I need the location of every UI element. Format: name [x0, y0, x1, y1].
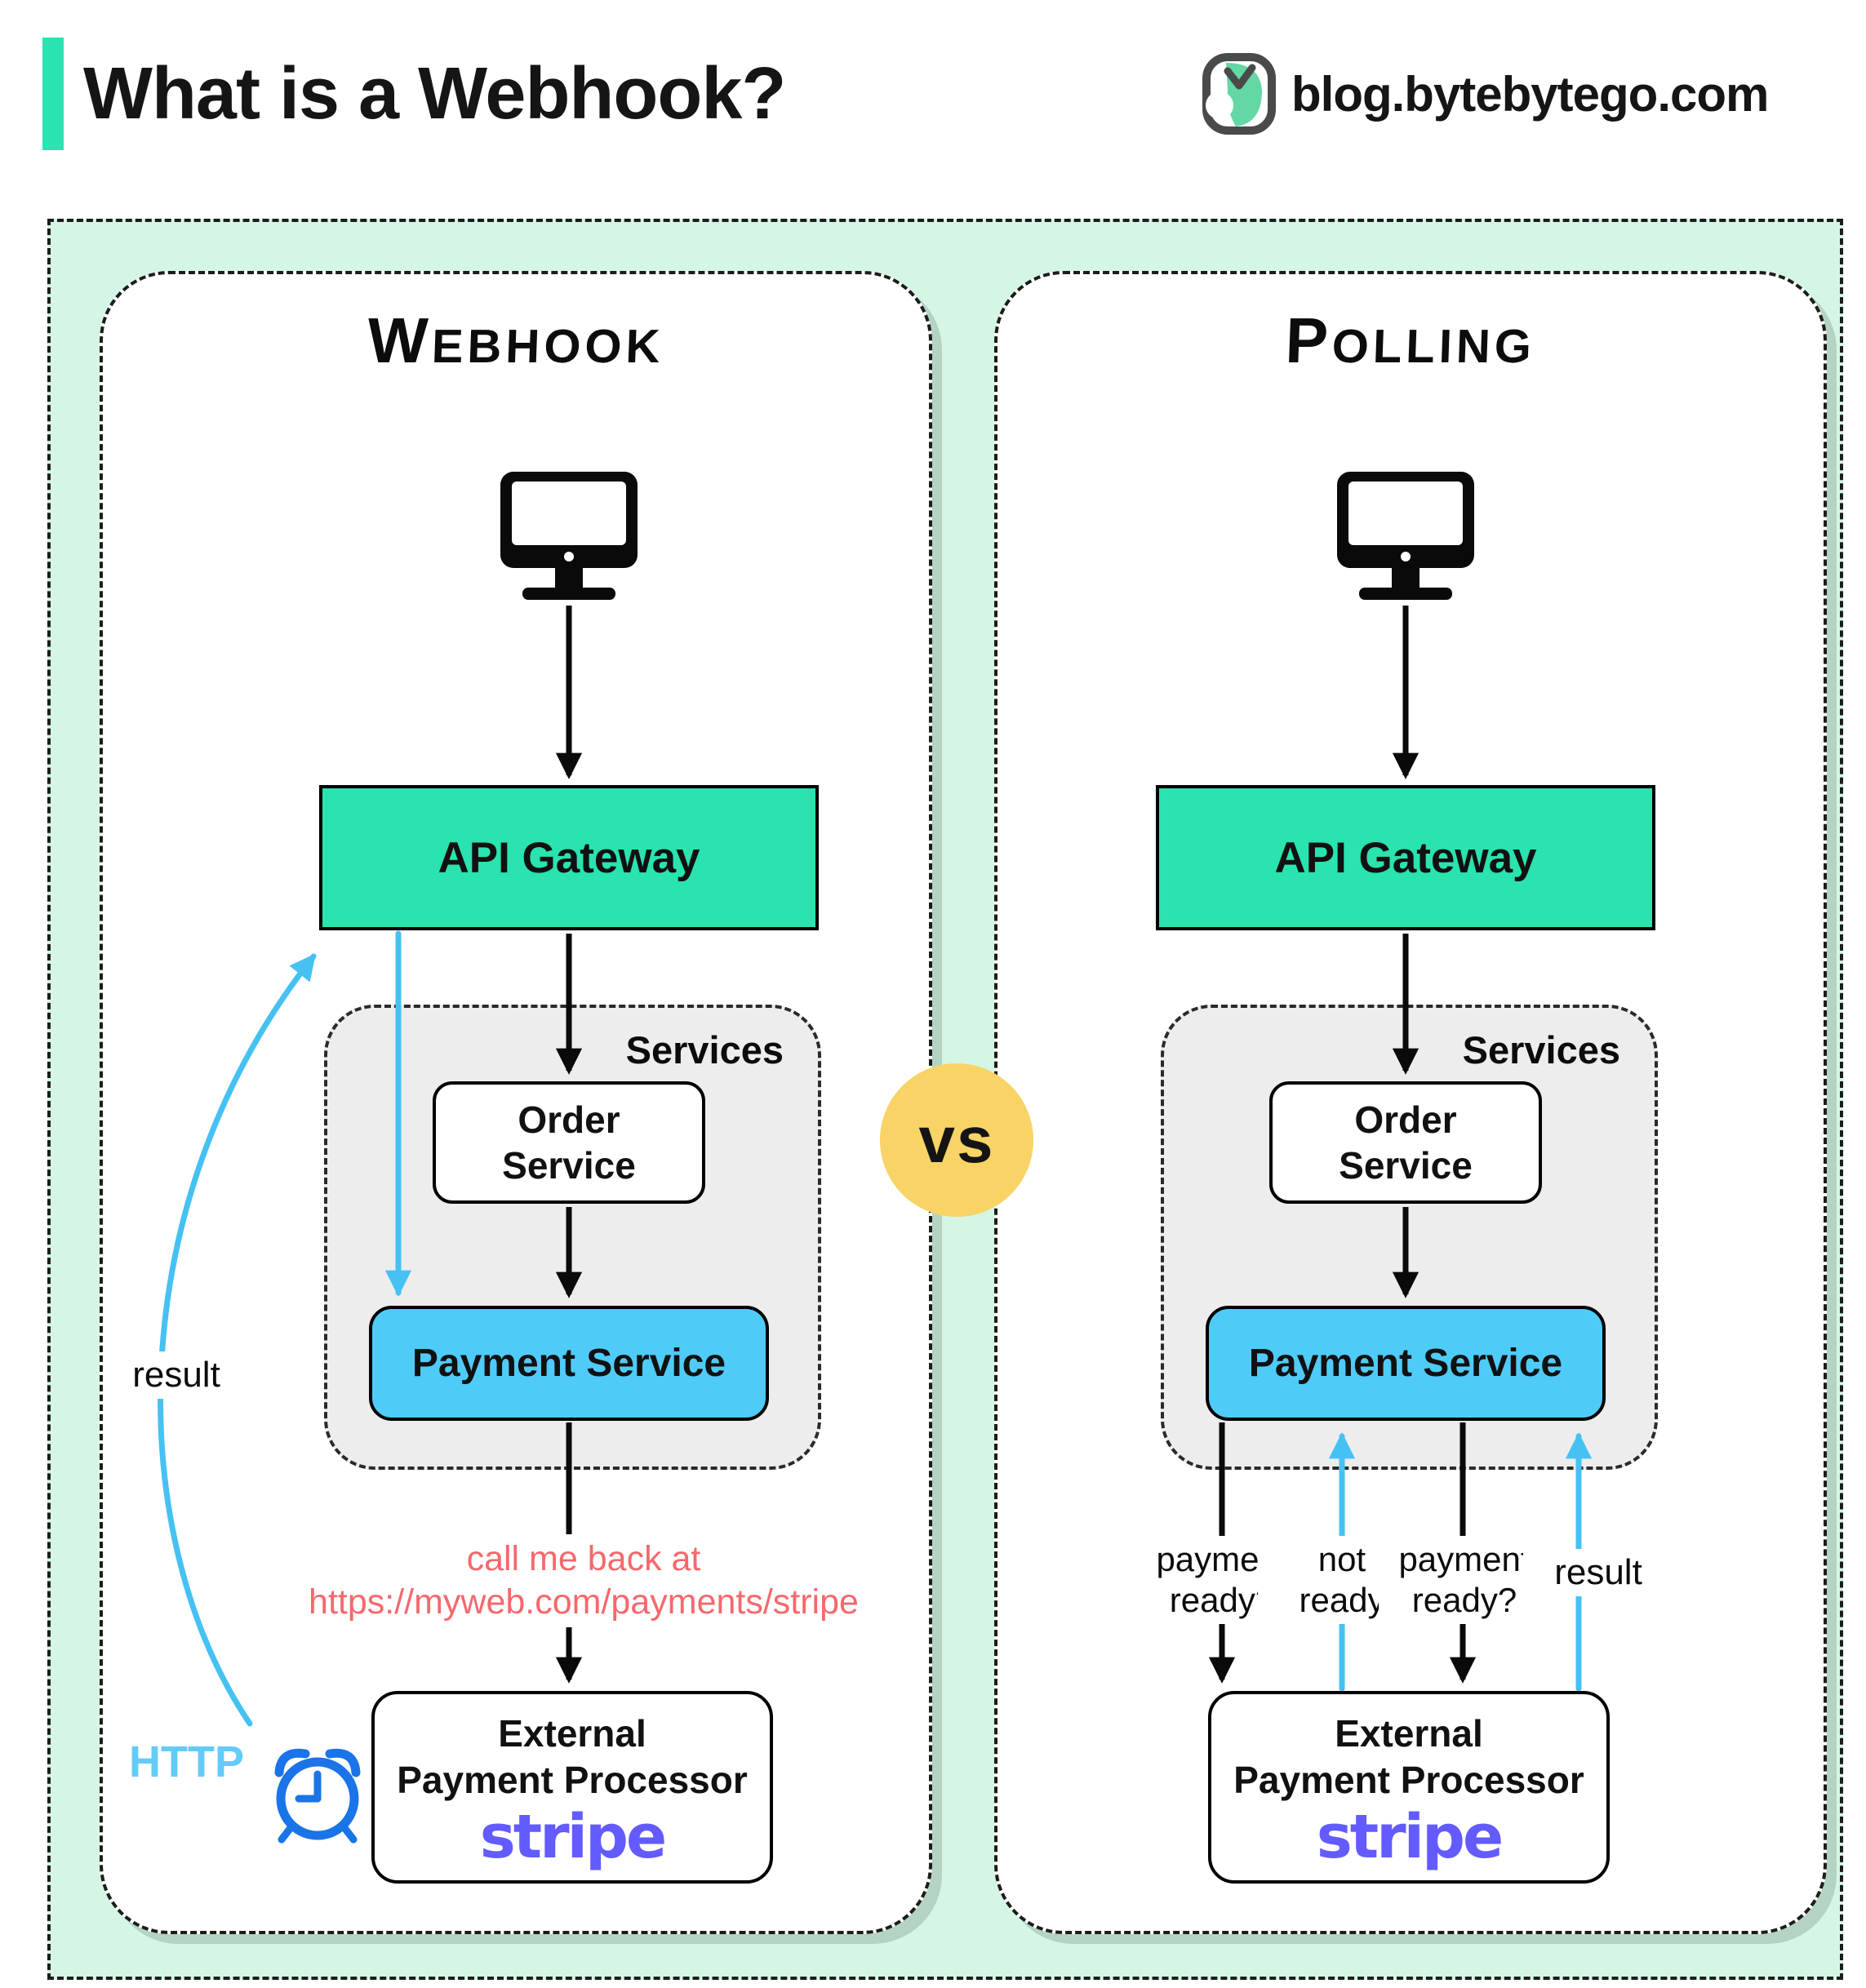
- services-group-label: Services: [625, 1028, 784, 1072]
- external-processor-label-line1: External: [1335, 1712, 1483, 1755]
- webhook-result-label: result: [121, 1351, 232, 1399]
- alarm-clock-icon: [274, 1748, 361, 1844]
- desktop-computer-icon: [500, 472, 638, 600]
- order-service-label-line2: Service: [502, 1144, 636, 1187]
- brand: blog.bytebytego.com: [1202, 49, 1769, 139]
- stripe-logo: stripe: [1316, 1802, 1504, 1872]
- polling-panel-title: Polling: [1284, 304, 1537, 376]
- vs-badge: vs: [880, 1063, 1033, 1217]
- http-label: HTTP: [129, 1737, 244, 1786]
- callback-url-note: call me back at https://myweb.com/paymen…: [284, 1534, 883, 1627]
- api-gateway-node: API Gateway: [319, 785, 819, 930]
- order-service-label-line1: Order: [1354, 1098, 1457, 1141]
- external-processor-label-line2: Payment Processor: [397, 1759, 748, 1801]
- services-group-label: Services: [1462, 1028, 1620, 1072]
- api-gateway-label: API Gateway: [1274, 833, 1537, 882]
- stripe-logo: stripe: [479, 1802, 667, 1872]
- bytebytego-logo-icon: [1202, 53, 1276, 135]
- brand-domain: blog.bytebytego.com: [1291, 66, 1769, 122]
- external-payment-processor-node: External Payment Processor stripe: [371, 1691, 773, 1884]
- desktop-computer-icon: [1337, 472, 1474, 600]
- order-service-node: Order Service: [1269, 1081, 1542, 1204]
- api-gateway-node: API Gateway: [1156, 785, 1655, 930]
- polling-result-label: result: [1523, 1549, 1673, 1596]
- order-service-label-line1: Order: [518, 1098, 620, 1141]
- poll-label-line: payment: [1398, 1540, 1531, 1578]
- logo-check-mark: [1224, 64, 1256, 90]
- order-service-node: Order Service: [433, 1081, 705, 1204]
- title-accent-bar: [42, 38, 64, 150]
- external-processor-label-line2: Payment Processor: [1233, 1759, 1584, 1801]
- external-processor-label-line1: External: [498, 1712, 646, 1755]
- callback-note-line1: call me back at: [466, 1539, 701, 1578]
- payment-service-label: Payment Service: [411, 1342, 726, 1385]
- external-payment-processor-node: External Payment Processor stripe: [1208, 1691, 1610, 1884]
- api-gateway-label: API Gateway: [438, 833, 700, 882]
- poll-label-line: ready?: [1411, 1581, 1517, 1619]
- callback-note-line2: https://myweb.com/payments/stripe: [309, 1582, 859, 1622]
- page-title: What is a Webhook?: [83, 53, 786, 135]
- payment-service-node: Payment Service: [1206, 1306, 1606, 1421]
- payment-service-node: Payment Service: [369, 1306, 769, 1421]
- payment-service-label: Payment Service: [1248, 1342, 1563, 1385]
- webhook-panel-title: Webhook: [366, 304, 665, 376]
- order-service-label-line2: Service: [1339, 1144, 1473, 1187]
